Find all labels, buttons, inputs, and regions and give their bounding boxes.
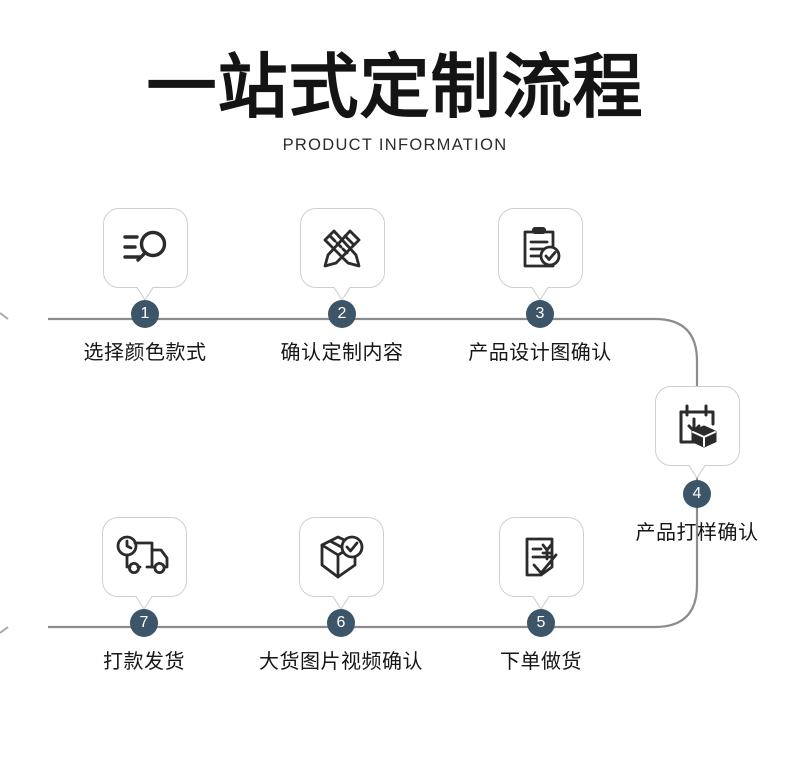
step-5-badge-wrap: 5: [446, 609, 636, 637]
step-2-label: 确认定制内容: [280, 340, 404, 364]
card-tail-fill: [135, 593, 153, 608]
step-1-badge-wrap: 1: [50, 300, 240, 328]
step-7-label: 打款发货: [103, 649, 185, 673]
step-3-label: 产品设计图确认: [468, 340, 612, 364]
pencil-ruler-design-icon: [323, 229, 361, 268]
step-5-label: 下单做货: [500, 649, 582, 673]
card-tail-fill: [136, 284, 154, 299]
step-2-badge-wrap: 2: [247, 300, 437, 328]
step-6[interactable]: 6 大货图片视频确认: [246, 517, 436, 674]
step-5[interactable]: 5 下单做货: [446, 517, 636, 674]
step-6-number: 6: [327, 609, 355, 637]
sample-box-download-icon: [679, 404, 717, 448]
page-subtitle: PRODUCT INFORMATION: [282, 136, 508, 155]
card-tail-fill: [688, 462, 706, 477]
step-3-number: 3: [526, 300, 554, 328]
step-3-badge-wrap: 3: [445, 300, 635, 328]
page-title: 一站式定制流程: [146, 46, 644, 128]
step-7-badge-wrap: 7: [49, 609, 239, 637]
step-1-label: 选择颜色款式: [83, 340, 207, 364]
card-tail-fill: [332, 593, 350, 608]
step-2-icon-card: [299, 208, 385, 301]
header: 一站式定制流程 PRODUCT INFORMATION: [0, 0, 790, 155]
step-5-number: 5: [527, 609, 555, 637]
order-invoice-yuan-icon: [525, 537, 558, 577]
card-tail-fill: [531, 284, 549, 299]
search-list-icon: [123, 230, 167, 262]
step-2-number: 2: [328, 300, 356, 328]
step-1[interactable]: 1 选择颜色款式: [50, 208, 240, 365]
step-1-number: 1: [131, 300, 159, 328]
step-5-icon-card: [498, 517, 584, 610]
step-7-icon-card: [101, 517, 187, 610]
step-3[interactable]: 3 产品设计图确认: [445, 208, 635, 365]
package-check-icon: [320, 535, 364, 579]
step-4-badge-wrap: 4: [597, 480, 790, 508]
clipboard-check-icon: [523, 227, 561, 268]
card-tail-fill: [532, 593, 550, 608]
step-7-number: 7: [130, 609, 158, 637]
step-6-icon-card: [298, 517, 384, 610]
step-4-icon-card: [654, 386, 740, 479]
card-tail-fill: [333, 284, 351, 299]
step-6-badge-wrap: 6: [246, 609, 436, 637]
step-7[interactable]: 7 打款发货: [49, 517, 239, 674]
step-1-icon-card: [102, 208, 188, 301]
step-2[interactable]: 2 确认定制内容: [247, 208, 437, 365]
step-4-label: 产品打样确认: [635, 520, 759, 544]
step-3-icon-card: [497, 208, 583, 301]
step-6-label: 大货图片视频确认: [259, 649, 423, 673]
step-4-number: 4: [683, 480, 711, 508]
step-4[interactable]: 4 产品打样确认: [597, 386, 790, 545]
delivery-truck-clock-icon: [116, 535, 169, 574]
